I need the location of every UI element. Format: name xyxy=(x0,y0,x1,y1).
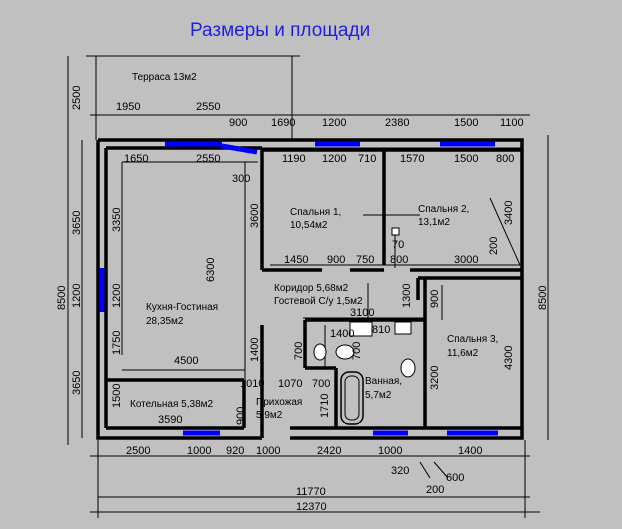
dim-label: 200 xyxy=(426,484,444,496)
dim-label: 4500 xyxy=(174,355,198,367)
bedroom1-area: 10,54м2 xyxy=(290,220,328,231)
dim-label: 1200 xyxy=(322,117,346,129)
dim-label: 300 xyxy=(232,173,250,185)
dimension-lines xyxy=(67,55,549,518)
dim-label: 700 xyxy=(293,342,305,360)
dim-label: 1400 xyxy=(249,338,261,362)
bedroom3-label: Спальня 3, xyxy=(447,334,498,345)
dim-label: 1100 xyxy=(500,117,524,129)
dim-label: 6300 xyxy=(205,258,217,282)
kitchen-label: Кухня-Гостиная xyxy=(146,302,218,313)
bedroom1-label: Спальня 1, xyxy=(290,207,341,218)
dim-label: 1000 xyxy=(378,445,402,457)
dim-label: 920 xyxy=(226,445,244,457)
dim-label: 1500 xyxy=(454,117,478,129)
dim-label: 810 xyxy=(372,324,390,336)
dim-label: 900 xyxy=(429,290,441,308)
dim-label: 1000 xyxy=(187,445,211,457)
dim-label: 2550 xyxy=(196,101,220,113)
dim-label: 4300 xyxy=(503,346,515,370)
dim-label: 1200 xyxy=(322,153,346,165)
dim-label: 750 xyxy=(356,254,374,266)
dim-label: 3650 xyxy=(71,211,83,235)
dimension-labels: 1950 2550 900 1690 1200 2380 1500 1100 1… xyxy=(56,86,549,513)
hallway-area: 5,9м2 xyxy=(256,410,283,421)
dim-label: 8500 xyxy=(537,286,549,310)
dim-label: 1570 xyxy=(400,153,424,165)
dim-label: 900 xyxy=(235,407,247,425)
corridor-label: Коридор 5,68м2 xyxy=(274,283,349,294)
boiler-room-label: Котельная 5,38м2 xyxy=(130,399,214,410)
dim-label: 3000 xyxy=(454,254,478,266)
dim-label: 2500 xyxy=(126,445,150,457)
dim-label: 3350 xyxy=(111,208,123,232)
dim-label: 1300 xyxy=(401,284,413,308)
bathtub-icon xyxy=(340,371,364,425)
dim-label: 1190 xyxy=(282,153,306,165)
dim-label: 800 xyxy=(390,254,408,266)
terrace-label: Терраса 13м2 xyxy=(132,72,197,83)
dim-label: 320 xyxy=(391,465,409,477)
plan-title: Размеры и площади xyxy=(190,20,370,41)
dim-label: 1400 xyxy=(330,328,354,340)
toilet-icon xyxy=(400,358,416,378)
bedroom3-area: 11,6м2 xyxy=(447,348,479,359)
dim-label: 700 xyxy=(351,342,363,360)
dim-label: 2500 xyxy=(71,86,83,110)
dim-label: 12370 xyxy=(296,501,327,513)
dim-label: 1200 xyxy=(111,284,123,308)
kitchen-area: 28,35м2 xyxy=(146,316,184,327)
dim-label: 600 xyxy=(446,472,464,484)
dim-label: 1400 xyxy=(458,445,482,457)
dim-label: 710 xyxy=(358,153,376,165)
sink-icon xyxy=(335,344,355,360)
dim-label: 1690 xyxy=(271,117,295,129)
dim-label: 1450 xyxy=(284,254,308,266)
dim-label: 1200 xyxy=(71,284,83,308)
dim-label: 1950 xyxy=(116,101,140,113)
dim-label: 1000 xyxy=(256,445,280,457)
bedroom2-area: 13,1м2 xyxy=(418,217,450,228)
dim-label: 1070 xyxy=(278,378,302,390)
dim-label: 3600 xyxy=(249,204,261,228)
dim-label: 900 xyxy=(229,117,247,129)
dim-label: 1650 xyxy=(124,153,148,165)
dim-label: 2380 xyxy=(385,117,409,129)
windows xyxy=(99,141,498,436)
hallway-label: Прихожая xyxy=(256,397,302,408)
dim-label: 2550 xyxy=(196,153,220,165)
dim-label: 1500 xyxy=(111,384,123,408)
dim-label: 3650 xyxy=(71,371,83,395)
guest-toilet-icon xyxy=(313,343,327,361)
dim-label: 1500 xyxy=(454,153,478,165)
dim-label: 11770 xyxy=(296,486,326,498)
bathroom-label: Ванная, xyxy=(365,376,402,387)
dim-label: 3590 xyxy=(158,414,182,426)
dim-label: 2420 xyxy=(317,445,341,457)
fixtures xyxy=(313,227,416,425)
dim-label: 3100 xyxy=(350,307,374,319)
dim-label: 700 xyxy=(312,378,330,390)
dim-label: 3200 xyxy=(429,366,441,390)
dim-label: 900 xyxy=(327,254,345,266)
dim-label: 70 xyxy=(392,239,404,251)
dim-label: 8500 xyxy=(56,286,68,310)
dim-label: 800 xyxy=(496,153,514,165)
dim-label: 1710 xyxy=(319,394,331,418)
dim-label: 1750 xyxy=(111,331,123,355)
walls xyxy=(96,138,524,440)
guest-wc-label: Гостевой С/у 1,5м2 xyxy=(274,296,363,307)
bathroom-area: 5,7м2 xyxy=(365,390,392,401)
room-labels: Терраса 13м2 Кухня-Гостиная 28,35м2 Спал… xyxy=(130,72,498,421)
dim-label: 1010 xyxy=(240,378,264,390)
dim-label: 200 xyxy=(488,237,500,255)
bedroom2-label: Спальня 2, xyxy=(418,204,469,215)
dim-label: 3400 xyxy=(503,201,515,225)
